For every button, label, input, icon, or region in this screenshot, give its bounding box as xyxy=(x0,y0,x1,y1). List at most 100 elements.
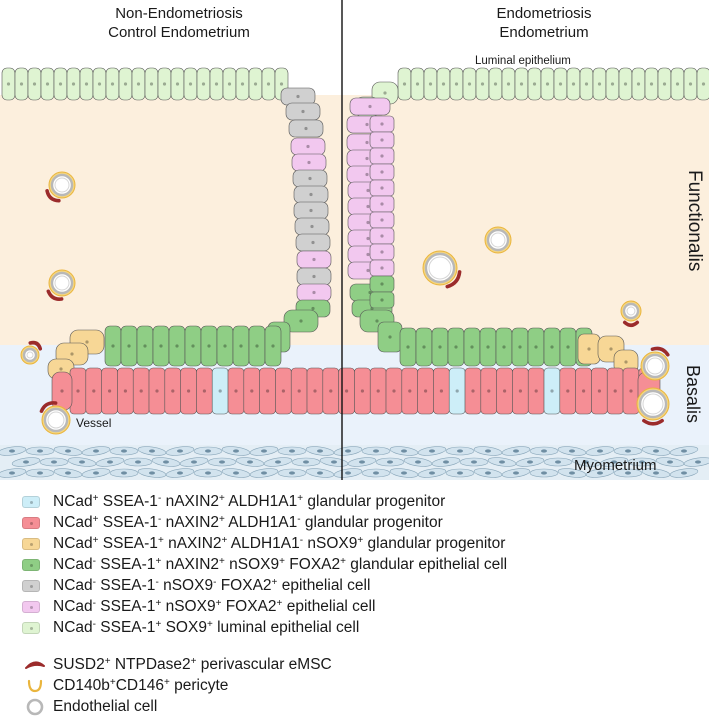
epithelial-cell xyxy=(670,67,685,101)
myometrium-cell xyxy=(641,468,671,478)
epithelial-cell xyxy=(527,367,545,415)
blood-vessel xyxy=(484,226,512,254)
myometrium-cell xyxy=(585,468,615,478)
epithelial-cell xyxy=(248,67,263,101)
myometrium-cell xyxy=(473,446,503,456)
epithelial-cell xyxy=(369,211,395,229)
legend-marker-sign: - xyxy=(155,576,159,588)
epithelial-cell xyxy=(501,67,516,101)
epithelial-cell xyxy=(618,67,633,101)
blood-vessel xyxy=(46,269,76,301)
perivascular-msc xyxy=(28,340,43,351)
legend-text-part: SOX9 xyxy=(161,618,207,636)
myometrium-cell xyxy=(25,468,55,478)
myometrium-cell xyxy=(585,446,615,456)
myometrium-cell xyxy=(333,468,363,478)
legend-text-part: Endothelial cell xyxy=(53,697,158,715)
epithelial-cell xyxy=(479,327,497,367)
myometrium-cell xyxy=(165,446,195,456)
myometrium-cell xyxy=(613,468,643,478)
epithelial-cell xyxy=(475,67,490,101)
epithelial-cell xyxy=(293,185,329,204)
myometrium-cell xyxy=(445,468,475,478)
myometrium-cell xyxy=(193,446,223,456)
legend-item: NCad- SSEA-1+ SOX9+ luminal epithelial c… xyxy=(22,617,702,638)
epithelial-cell xyxy=(605,67,620,101)
epithelial-cell xyxy=(264,325,282,367)
functionalis-label: Functionalis xyxy=(684,170,705,272)
legend-marker-sign: + xyxy=(215,597,222,609)
epithelial-cell xyxy=(397,67,412,101)
legend-item: NCad+ SSEA-1- nAXIN2+ ALDH1A1- glandular… xyxy=(22,512,702,533)
myometrium-cell xyxy=(249,468,279,478)
legend-marker-sign: + xyxy=(271,576,278,588)
epithelial-cell xyxy=(92,67,107,101)
legend-text: Endothelial cell xyxy=(53,698,157,716)
legend-text: NCad- SSEA-1+ nAXIN2+ nSOX9+ FOXA2+ glan… xyxy=(53,556,507,574)
epithelial-cell xyxy=(410,67,425,101)
legend-text-part: nSOX9 xyxy=(158,576,214,594)
legend-text-part: FOXA2 xyxy=(216,576,272,594)
legend-marker-sign: + xyxy=(279,555,285,567)
epithelial-cell xyxy=(243,367,261,415)
legend-marker-sign: + xyxy=(340,555,346,567)
legend-text-part: ALDH1A1 xyxy=(227,534,300,552)
legend-text-part: glandular progenitor xyxy=(363,534,506,552)
perivascular-msc xyxy=(445,270,462,289)
legend-text-part: glandular epithelial cell xyxy=(345,555,508,573)
cell-type-legend: NCad+ SSEA-1- nAXIN2+ ALDH1A1+ glandular… xyxy=(22,491,702,638)
myometrium-cell xyxy=(669,446,699,456)
perivascular-msc xyxy=(650,346,670,357)
epithelial-cell xyxy=(579,67,594,101)
legend-text-part: NCad xyxy=(53,618,93,636)
epithelial-cell xyxy=(296,250,332,269)
myometrium-cell xyxy=(207,457,237,467)
legend-marker-sign: + xyxy=(219,492,225,504)
myometrium-cell xyxy=(277,468,307,478)
epithelial-cell xyxy=(495,327,513,367)
epithelial-cell xyxy=(288,119,324,138)
legend-text-part: SSEA-1 xyxy=(95,618,156,636)
legend2-item: SUSD2+ NTPDase2+ perivascular eMSC xyxy=(22,654,702,675)
myometrium-cell xyxy=(501,446,531,456)
legend-text-part: SUSD2 xyxy=(53,655,105,673)
epithelial-cell xyxy=(259,367,276,415)
control-title-line1: Non-Endometriosis xyxy=(115,5,243,22)
myometrium-cell xyxy=(669,468,699,478)
legend-text-part: nSOX9 xyxy=(161,597,216,615)
luminal-label: Luminal epithelium xyxy=(475,55,571,67)
legend-text-part: perivascular eMSC xyxy=(196,655,332,673)
epithelial-cell xyxy=(433,367,450,415)
legend-text: NCad- SSEA-1- nSOX9- FOXA2+ epithelial c… xyxy=(53,577,370,595)
myometrium-cell xyxy=(361,446,391,456)
myometrium-cell xyxy=(249,446,279,456)
msc-icon xyxy=(22,658,48,672)
epithelial-cell xyxy=(296,283,332,302)
legend-text-part: luminal epithelial cell xyxy=(212,618,360,636)
myometrium-cell xyxy=(655,457,685,467)
epithelial-cell xyxy=(512,367,529,415)
epithelial-cell xyxy=(227,367,245,415)
epithelial-cell xyxy=(415,327,433,367)
epithelial-cell xyxy=(631,67,646,101)
myometrium-cell xyxy=(291,457,321,467)
epithelial-cell xyxy=(164,367,182,415)
epithelial-cell xyxy=(369,259,395,277)
legend-text-part: SSEA-1 xyxy=(98,513,158,531)
myometrium-cell xyxy=(557,468,587,478)
legend-text-part: SSEA-1 xyxy=(98,534,158,552)
epithelial-cell xyxy=(40,67,55,101)
epithelial-cell xyxy=(132,367,150,415)
legend-text-part: FOXA2 xyxy=(284,555,341,573)
epithelial-cell xyxy=(480,367,498,415)
legend-text-part: SSEA-1 xyxy=(95,576,156,594)
myometrium-cell xyxy=(515,457,545,467)
myometrium-cell xyxy=(0,468,27,478)
epithelial-cell xyxy=(196,67,211,101)
myometrium-cell xyxy=(25,446,55,456)
legend-swatch-lilac xyxy=(22,600,40,613)
myometrium-cell xyxy=(431,457,461,467)
legend-text-part: nAXIN2 xyxy=(161,492,220,510)
epithelial-cell xyxy=(27,67,42,101)
epithelial-cell xyxy=(322,367,340,415)
